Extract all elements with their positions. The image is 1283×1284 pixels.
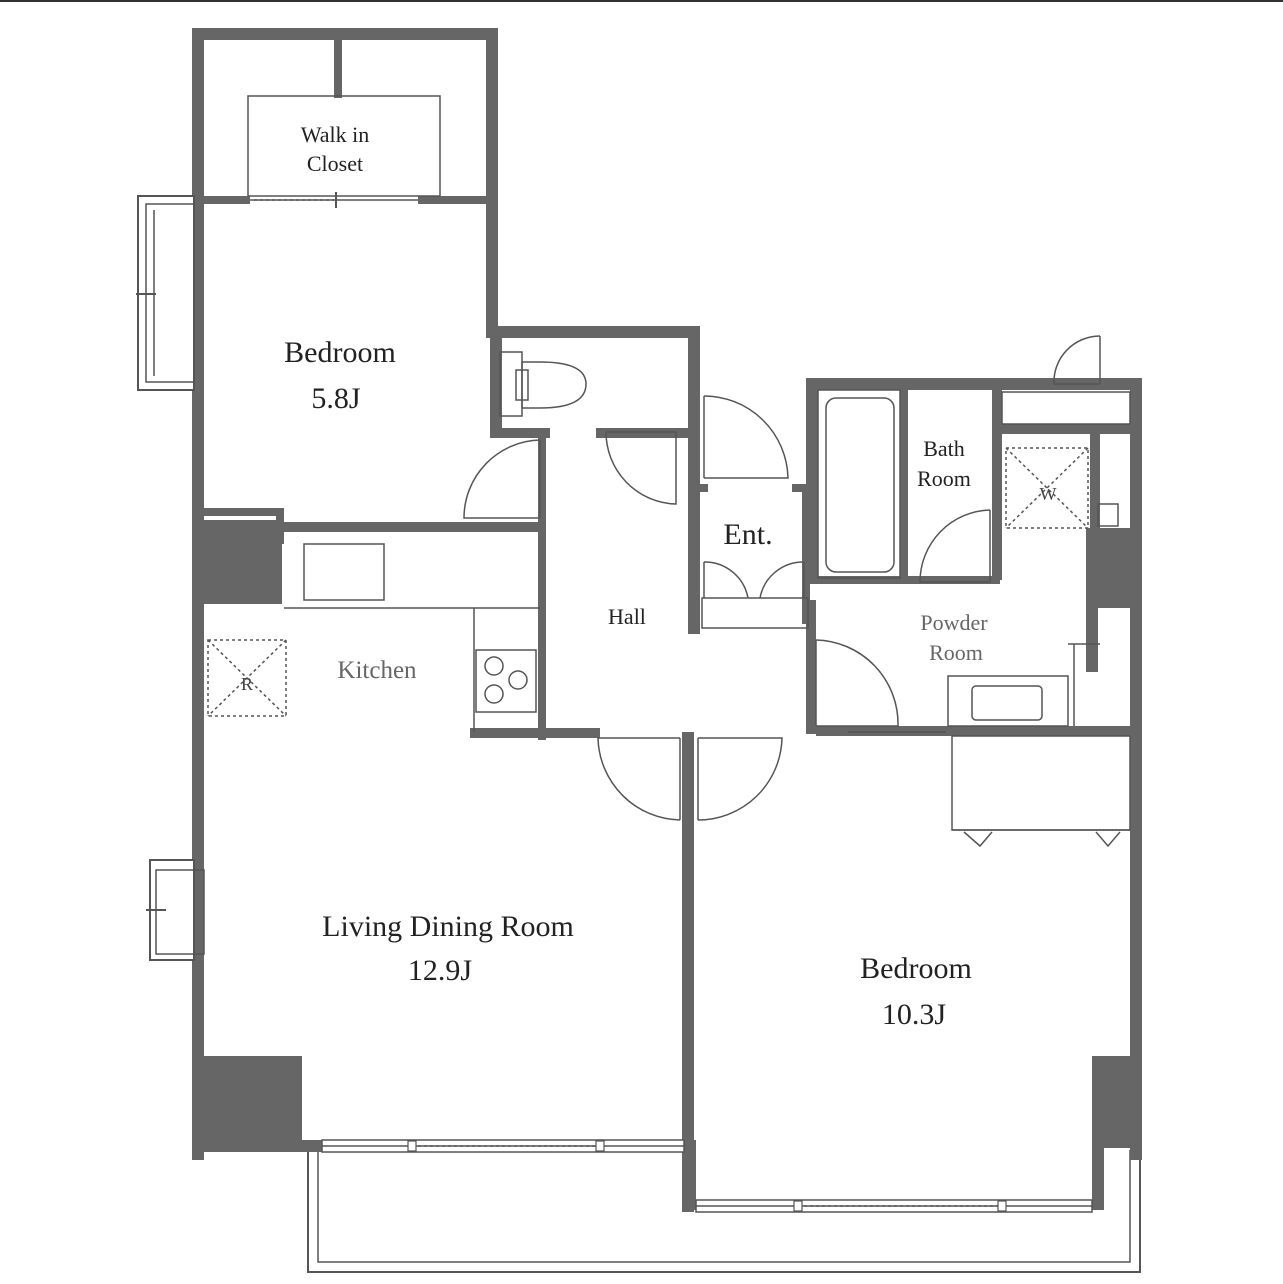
doors [463,335,1101,821]
walk-in-closet-label-line2: Closet [307,151,363,176]
powder-room-label-line2: Room [929,640,983,665]
bedroom-lower-size: 10.3J [882,998,947,1031]
washer-symbol: W [1040,484,1057,504]
bedroom-upper-label: Bedroom [284,336,396,369]
hall-label: Hall [608,604,646,629]
bath-room-label-line2: Room [917,466,971,491]
kitchen-label: Kitchen [337,657,417,684]
bedroom-upper-size: 5.8J [311,382,361,415]
washer-space [1001,391,1131,529]
closet-fixtures [247,95,441,208]
living-dining-size: 12.9J [408,954,473,987]
walk-in-closet-label-line1: Walk in [301,122,370,147]
vanity [947,643,1100,727]
toilet [499,351,587,417]
labels: Walk in Closet Bedroom 5.8J Bath Room En… [241,122,1057,1031]
living-dining-label: Living Dining Room [322,910,574,943]
walls [192,28,1142,1212]
bathtub [817,389,901,579]
refrigerator-space [207,639,287,717]
entrance-label: Ent. [723,518,772,551]
bath-room-label-line1: Bath [923,436,965,461]
kitchen-fixtures [284,543,540,732]
windows [136,195,1093,1213]
balcony [307,1150,1141,1273]
refrigerator-symbol: R [241,674,253,694]
powder-room-label-line1: Powder [920,610,988,635]
bedroom-closet [951,735,1131,848]
bedroom-lower-label: Bedroom [860,952,972,985]
